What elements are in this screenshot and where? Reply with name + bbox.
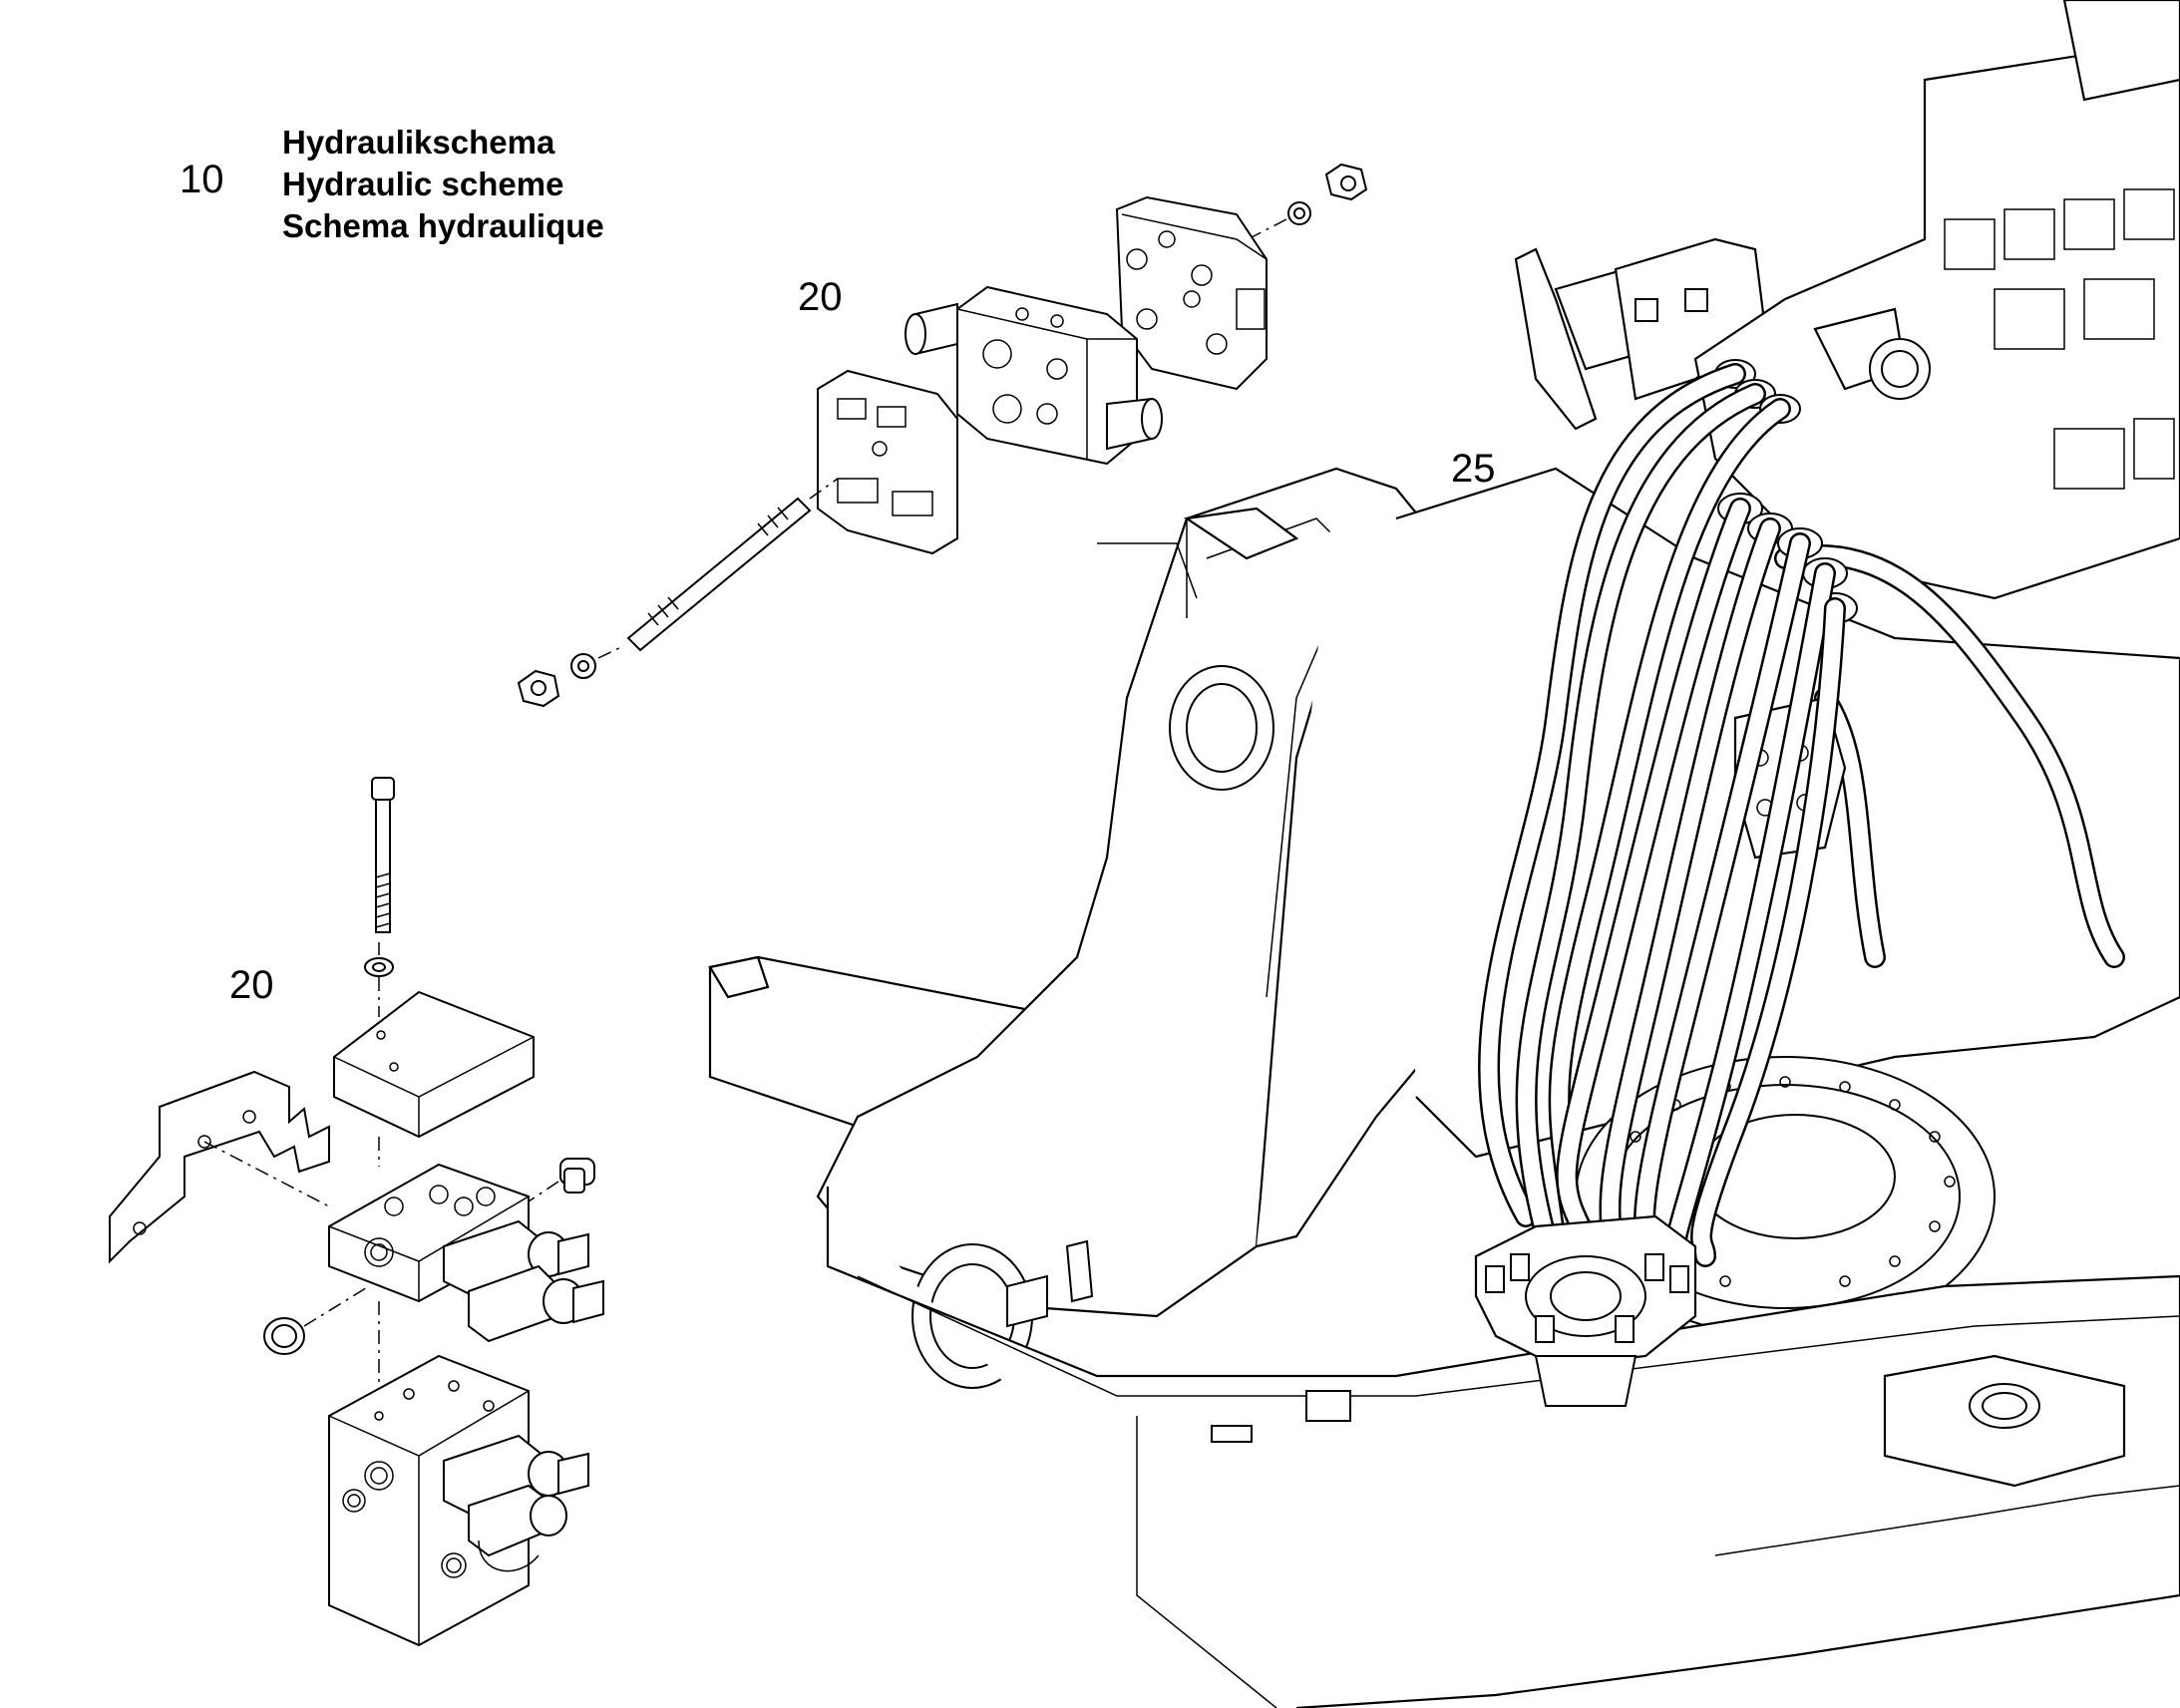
- callout-hoses: 25: [1451, 447, 1496, 491]
- legend-title-fr: Schema hydraulique: [282, 207, 604, 244]
- legend-number: 10: [180, 158, 224, 201]
- top-valve-exploded: [517, 163, 1368, 708]
- lower-valve-exploded: [109, 777, 604, 1647]
- hose-bundle: [1474, 359, 1858, 1407]
- callout-top-valve: 20: [798, 275, 843, 319]
- machine-frame: [708, 467, 2180, 1708]
- legend-title-en: Hydraulic scheme: [282, 166, 564, 202]
- legend-title-de: Hydraulikschema: [282, 124, 555, 161]
- callout-lower-valve: 20: [229, 963, 274, 1007]
